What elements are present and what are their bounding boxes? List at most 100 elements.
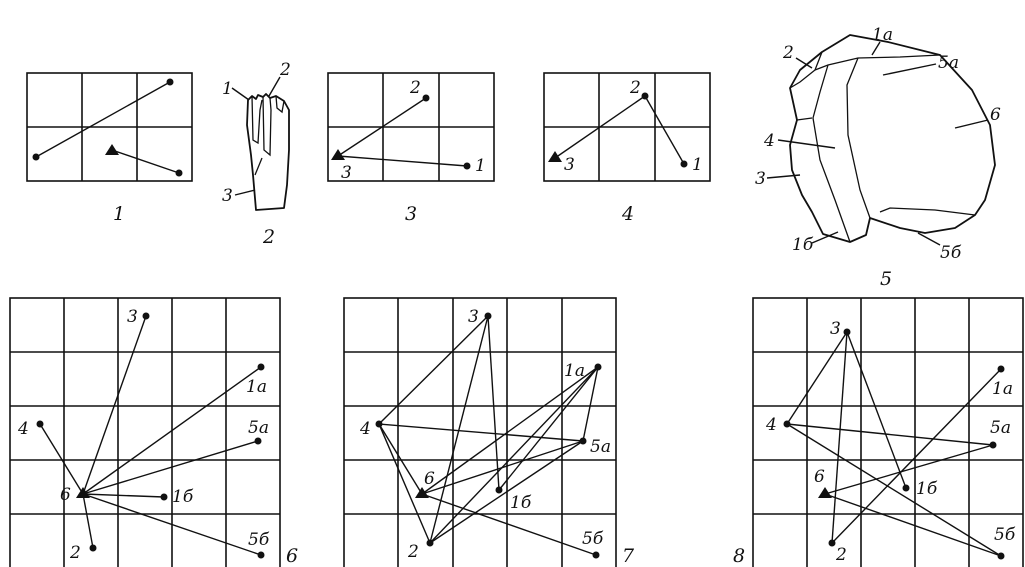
panel-8-link [786,423,994,446]
panel-6-label-3: 3 [127,307,138,327]
panel-3-label-1: 1 [475,156,486,176]
panel-4-core-marker [548,151,562,162]
panel-7-link [429,440,584,544]
panel-6-link [82,493,94,549]
panel-7-link [421,493,597,556]
panel-8-core-marker [818,487,832,498]
panel-4-label-2: 2 [629,78,641,98]
panel-7-label-1b: 1б [510,493,532,513]
panel-4: 2 3 1 4 [543,72,711,225]
panel-2-label-3: 3 [222,186,233,206]
panel-6-label-4: 4 [17,419,29,439]
panel-7-label-4: 4 [359,419,371,439]
panel-8-point-5a [989,441,997,449]
panel-8-caption: 8 [733,545,745,567]
panel-5-leader [811,231,839,244]
panel-2-inner-line [254,157,263,176]
panel-5-leader [871,41,881,56]
panel-2-leader-1 [231,87,250,101]
panel-7-label-1a: 1a [564,361,585,381]
panel-8-point-1b [902,484,910,492]
panel-1-point [166,78,174,86]
panel-1-core-marker [105,144,119,155]
panel-6-link [82,493,262,556]
panel-5-leader [917,232,941,246]
panel-7-link [487,315,500,491]
panel-6-label-2: 2 [69,543,81,563]
panel-2-leader-3 [234,189,256,196]
panel-1-caption: 1 [113,203,125,225]
panel-5-leader [777,139,836,149]
panel-7-point-5b [592,551,600,559]
panel-8-label-3: 3 [830,319,841,339]
panel-6-label-6: 6 [60,485,71,505]
panel-7-label-5a: 5a [590,437,611,457]
panel-8-label-1b: 1б [916,479,938,499]
panel-6-label-5b: 5б [248,530,270,550]
panel-6-link [82,493,165,498]
panel-7-link [421,440,584,495]
panel-3: 2 3 1 3 [327,72,495,225]
panel-2-inner-line [262,96,272,157]
panel-8-link [786,423,1002,557]
panel-8-link [831,368,1002,544]
panel-5-inner-line [796,117,813,121]
panel-2: 1 2 3 2 [222,60,291,248]
panel-8-point-1a [997,365,1005,373]
panel-4-point-1 [680,160,688,168]
panel-3-label-2: 2 [409,78,421,98]
panel-5-inner-line [789,51,823,89]
panel-5-label-6: 6 [990,105,1001,125]
panel-2-caption: 2 [262,226,275,248]
panel-5-inner-line [812,64,851,243]
panel-7-point-4 [375,420,383,428]
panel-5-leader [882,63,937,76]
panel-7-label-2: 2 [407,542,419,562]
panel-6-point-1a [257,363,265,371]
panel-8-label-5a: 5a [990,418,1011,438]
panel-6-point-3 [142,312,150,320]
panel-2-label-2: 2 [279,60,291,80]
panel-5-label-5b: 5б [940,243,962,263]
panel-5-artifact-outline [789,34,996,243]
panel-4-link [554,95,646,159]
panel-8-label-6: 6 [814,467,825,487]
panel-5-label-5a: 5a [938,53,959,73]
panel-6-link [82,315,147,495]
panel-7-core-marker [415,487,429,498]
panel-5: 1a 2 5a 4 6 3 1б 5б 5 [755,25,1001,290]
panel-1-link [111,149,180,174]
panel-7-link [378,423,584,442]
panel-7-link [378,423,431,544]
panel-5-leader [954,119,989,129]
panel-7-link [429,315,489,544]
panel-6-grid [9,297,281,567]
panel-5-label-1b: 1б [792,235,814,255]
panel-5-label-3: 3 [755,169,766,189]
panel-3-caption: 3 [405,203,417,225]
panel-1-point [175,169,183,177]
panel-7-point-1a [594,363,602,371]
panel-8-point-3 [843,328,851,336]
panel-7-point-5a [579,437,587,445]
panel-7: 3 1a 4 5a 6 1б 2 5б 7 [343,297,635,567]
panel-3-grid [327,72,495,182]
panel-4-link [644,95,685,165]
panel-7-point-1b [495,486,503,494]
panel-7-point-2 [426,539,434,547]
panel-4-label-1: 1 [692,155,703,175]
panel-8-label-2: 2 [835,545,847,565]
panel-6-point-2 [89,544,97,552]
panel-1-grid [26,72,193,182]
panel-6-link [82,366,262,495]
panel-6-link [82,440,259,495]
panel-8-link [824,444,994,495]
panel-4-caption: 4 [621,203,634,225]
panel-2-inner-line [275,95,285,114]
panel-5-leader [795,57,813,69]
panel-7-caption: 7 [622,545,635,567]
panel-1-link [35,81,171,158]
panel-5-inner-line [846,57,871,219]
panel-6-point-1b [160,493,168,501]
